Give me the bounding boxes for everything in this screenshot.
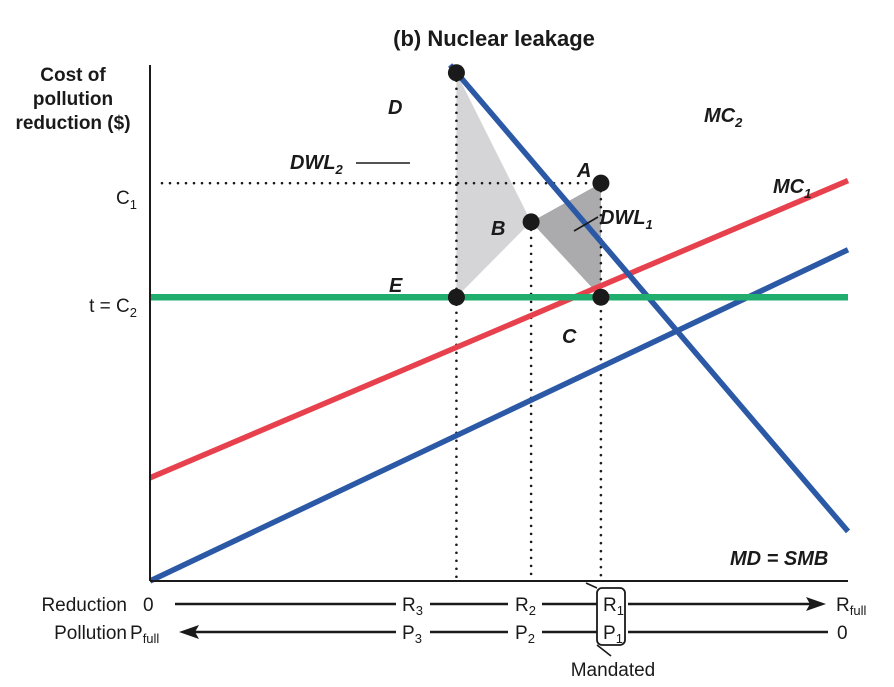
y-axis-label-line-2: pollution: [33, 89, 113, 110]
x-mark-p3: P3: [402, 623, 422, 646]
pollution-arrowhead: [179, 625, 199, 639]
y-tick-c1: C1: [116, 188, 137, 212]
curve-mc1: [148, 247, 850, 584]
x-mark-r3: R3: [402, 595, 423, 618]
dwl1-leader: [573, 216, 599, 232]
curves: [148, 63, 851, 584]
reduction-arrowhead: [806, 597, 826, 611]
point-c: [592, 288, 610, 306]
label-dwl2: DWL2: [290, 152, 344, 177]
x-mark-p1: P1: [603, 623, 623, 646]
pollution-end: 0: [837, 623, 848, 644]
label-dwl1: DWL1: [600, 207, 653, 232]
reduction-start: 0: [143, 595, 154, 616]
point-label-c: C: [562, 326, 577, 348]
row-label-reduction: Reduction: [41, 595, 127, 616]
y-axis-label-line-1: Cost of: [40, 65, 106, 86]
mandated-pointer: [585, 582, 612, 657]
mandated-label: Mandated: [571, 660, 656, 681]
label-mc2: MC2: [704, 105, 743, 130]
x-mark-r1: R1: [603, 595, 624, 618]
dwl1-region: [531, 183, 601, 298]
curve-mc2: [148, 178, 850, 481]
row-arrows: [175, 602, 828, 634]
x-mark-r2: R2: [515, 595, 536, 618]
reduction-end: Rfull: [836, 595, 866, 618]
y-tick-t-c2: t = C2: [89, 296, 137, 320]
point-label-e: E: [389, 275, 403, 297]
point-label-a: A: [576, 160, 591, 182]
point-a: [592, 174, 610, 192]
dotted-guides: [160, 71, 603, 581]
point-label-b: B: [491, 218, 505, 240]
pollution-start: Pfull: [130, 623, 159, 646]
point-label-d: D: [388, 97, 402, 119]
row-label-pollution: Pollution: [54, 623, 127, 644]
point-b: [522, 213, 540, 231]
label-md-smb: MD = SMB: [730, 548, 828, 570]
y-axis-label-line-3: reduction ($): [15, 113, 130, 134]
point-e: [447, 288, 465, 306]
mandated-box: [596, 587, 626, 646]
point-d: [447, 64, 465, 82]
chart-title: (b) Nuclear leakage: [393, 26, 595, 51]
points: [447, 64, 610, 306]
x-mark-p2: P2: [515, 623, 535, 646]
label-mc1: MC1: [773, 176, 811, 201]
dwl2-region: [456, 72, 532, 298]
